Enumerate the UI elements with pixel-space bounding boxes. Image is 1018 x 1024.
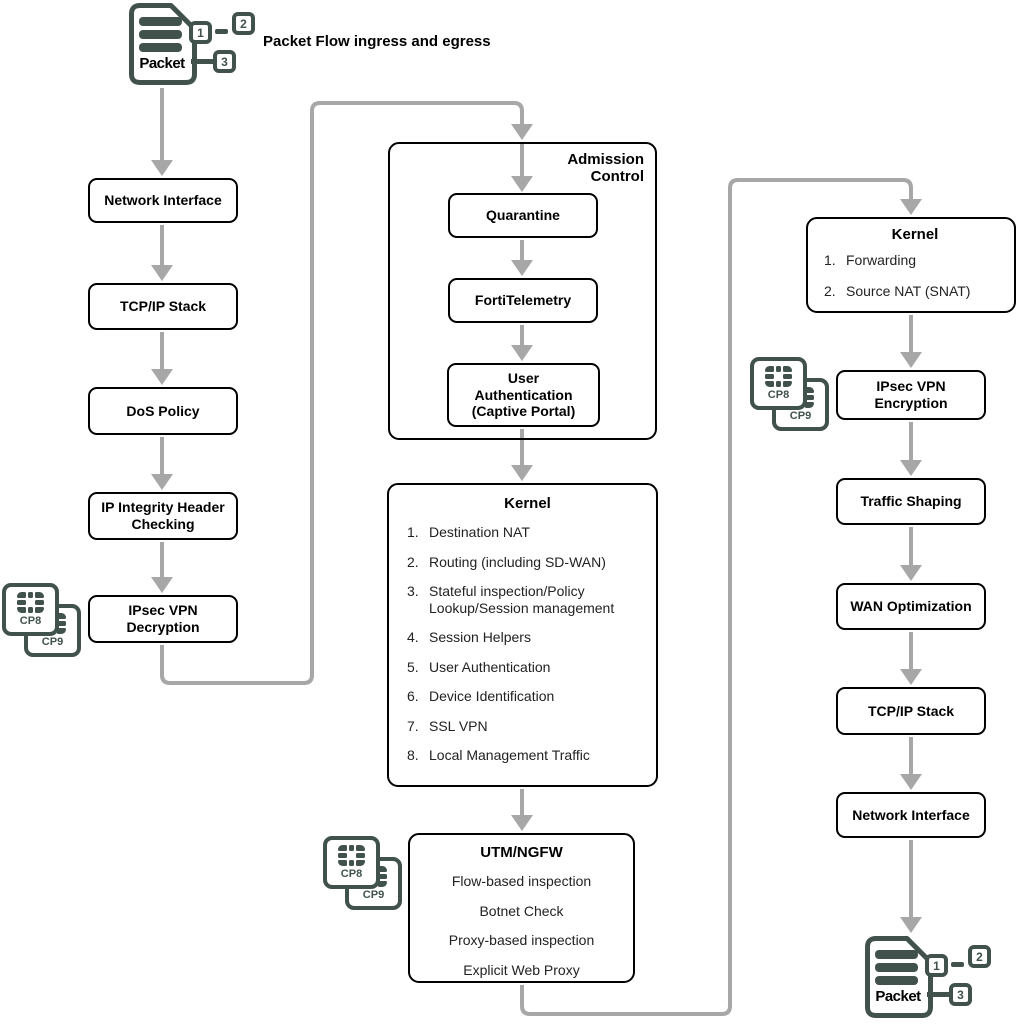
arrow [900,527,922,581]
arrow [511,240,533,276]
tag-connector-dash [215,29,228,34]
list-item: Flow-based inspection [451,873,592,889]
group-kernel-ingress: Kernel 1.Destination NAT 2.Routing (incl… [387,483,658,787]
packet-tag-3: 3 [213,50,236,73]
node-network-interface-egress: Network Interface [836,792,986,838]
arrow [151,542,173,593]
arrow [151,225,173,281]
node-dos-policy: DoS Policy [88,387,238,435]
node-ip-integrity-header-checking: IP Integrity Header Checking [88,492,238,540]
arrow [151,88,173,176]
node-quarantine: Quarantine [448,193,598,238]
tag-connector-dash [951,962,964,967]
asic-cp8-cp9-egress: CP9 CP8 [750,357,830,433]
cp8-chip-card: CP8 [323,836,380,889]
group-utm-ngfw: UTM/NGFW Flow-based inspection Botnet Ch… [408,833,635,983]
cp8-chip-card: CP8 [750,357,807,410]
node-tcpip-stack-ingress: TCP/IP Stack [88,283,238,330]
cp8-label: CP8 [340,868,363,880]
cp9-label: CP9 [362,889,385,901]
cp9-label: CP9 [789,410,812,422]
arrow [900,315,922,368]
list-item: 4.Session Helpers [407,629,531,646]
arrow [511,789,533,831]
packet-icon-ingress: Packet 1 2 3 [129,3,259,89]
list-item: 8.Local Management Traffic [407,747,590,764]
node-wan-optimization: WAN Optimization [836,583,986,630]
bus-ingress-to-admission [160,101,533,685]
packet-tag-1: 1 [925,954,948,977]
diagram-title: Packet Flow ingress and egress [263,33,491,50]
arrow [511,429,533,481]
group-admission-control: Admission Control [388,142,657,440]
list-item: 5.User Authentication [407,658,551,675]
arrow [151,437,173,490]
packet-tag-2: 2 [232,12,255,35]
list-item: 1.Forwarding [824,252,917,268]
node-user-authentication-captive-portal: User Authentication (Captive Portal) [447,363,600,427]
tag-connector-line [191,59,213,64]
asic-cp8-cp9-utm: CP9 CP8 [323,836,403,912]
list-item: 7.SSL VPN [407,717,488,734]
list-item: Explicit Web Proxy [463,961,580,978]
packet-tag-1: 1 [189,21,212,44]
node-network-interface-ingress: Network Interface [88,178,238,223]
cp8-label: CP8 [19,615,42,627]
processor-icon [17,592,44,613]
node-tcpip-stack-egress: TCP/IP Stack [836,687,986,735]
packet-tag-2: 2 [968,945,991,968]
list-item: 2.Routing (including SD-WAN) [407,553,606,570]
document-icon [129,3,197,85]
arrow [900,632,922,685]
node-ipsec-vpn-decryption: IPsec VPN Decryption [88,595,238,643]
processor-icon [338,845,365,866]
group-kernel-egress: Kernel 1.Forwarding 2.Source NAT (SNAT) [806,217,1016,313]
kernel-title: Kernel [504,495,551,512]
list-item: Botnet Check [479,902,564,919]
list-item: 2.Source NAT (SNAT) [824,282,971,299]
admission-control-title: Admission Control [567,151,644,186]
document-icon [865,936,933,1018]
kernel-list: 1.Destination NAT 2.Routing (including S… [407,524,648,764]
kernel-list: 1.Forwarding 2.Source NAT (SNAT) [824,252,1006,299]
utm-list: Flow-based inspection Botnet Check Proxy… [416,873,627,978]
processor-icon [765,366,792,387]
cp8-chip-card: CP8 [2,583,59,636]
packet-label: Packet [875,988,921,1005]
list-item: 1.Destination NAT [407,524,530,540]
cp8-label: CP8 [767,389,790,401]
packet-tag-3: 3 [949,983,972,1006]
list-item: Proxy-based inspection [448,932,595,949]
arrow [511,325,533,361]
packet-icon-egress: Packet 1 2 3 [865,936,995,1022]
arrow [511,143,533,192]
cp9-label: CP9 [41,636,64,648]
node-ipsec-vpn-encryption: IPsec VPN Encryption [836,370,986,420]
kernel-title: Kernel [891,226,939,243]
packet-label: Packet [139,55,185,72]
asic-cp8-cp9-ingress: CP9 CP8 [2,583,82,659]
arrow [900,422,922,476]
node-fortitelemetry: FortiTelemetry [448,278,598,323]
utm-ngfw-title: UTM/NGFW [480,844,563,861]
arrow [151,332,173,385]
node-traffic-shaping: Traffic Shaping [836,478,986,525]
tag-connector-line [927,992,949,997]
arrow [900,737,922,790]
list-item: 6.Device Identification [407,688,555,705]
list-item: 3.Stateful inspection/Policy Lookup/Sess… [407,583,615,616]
bus-utm-to-egress-kernel [520,178,922,1016]
arrow [900,840,922,933]
